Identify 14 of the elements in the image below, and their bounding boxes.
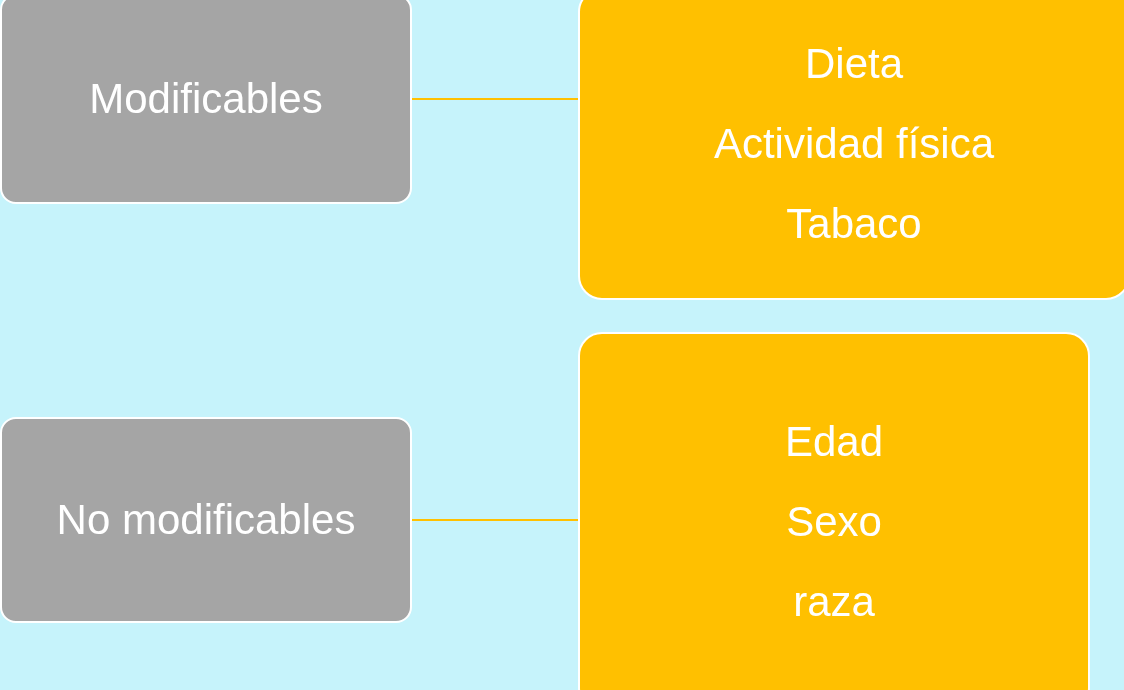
factor-label: Sexo bbox=[786, 501, 882, 543]
category-label: No modificables bbox=[56, 499, 356, 541]
factor-label: raza bbox=[793, 581, 875, 623]
factor-label: Actividad física bbox=[713, 123, 995, 165]
category-label: Modificables bbox=[89, 78, 323, 120]
connector-line bbox=[411, 98, 579, 100]
factor-label: Edad bbox=[784, 421, 884, 463]
category-box bbox=[0, 0, 412, 204]
factor-label: Dieta bbox=[804, 43, 904, 85]
factor-box bbox=[578, 332, 1090, 690]
category-box bbox=[0, 417, 412, 623]
factor-label: Tabaco bbox=[786, 203, 922, 245]
factor-box bbox=[578, 0, 1124, 300]
connector-line bbox=[411, 519, 579, 521]
